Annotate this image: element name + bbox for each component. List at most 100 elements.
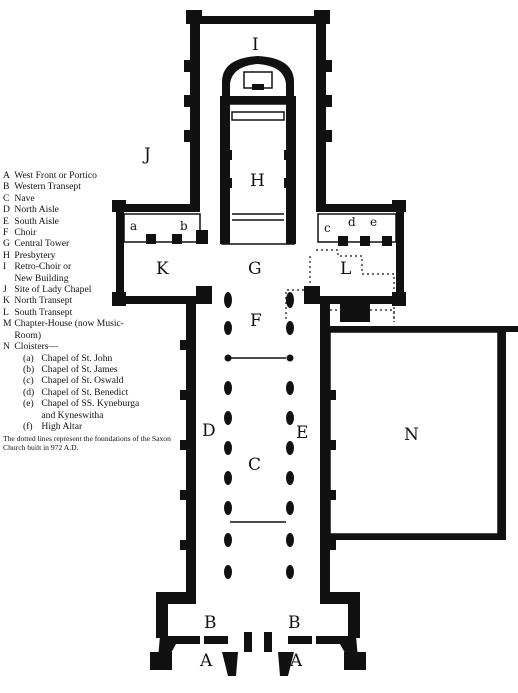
legend-chapel-text: and Kyneswitha (41, 409, 104, 421)
legend-chapel-list: (a) Chapel of St. John(b) Chapel of St. … (3, 353, 188, 433)
label-c: c (324, 221, 331, 235)
south-transept-walls (316, 200, 406, 306)
legend-chapel-item: and Kyneswitha (3, 410, 188, 421)
legend-key: N (3, 341, 10, 353)
legend-text: Chapter-House (now Music- (14, 318, 124, 330)
label-e: e (370, 215, 377, 229)
legend-item: E South Aisle (3, 216, 188, 227)
legend-chapel-text: Chapel of St. James (41, 363, 118, 375)
legend-item: C Nave (3, 193, 188, 204)
label-D: D (202, 421, 216, 441)
label-G: G (248, 259, 262, 279)
legend-text: Retro-Choir or (14, 261, 72, 273)
legend-text: Nave (14, 192, 35, 204)
label-N: N (404, 425, 419, 445)
legend-key: B (3, 181, 10, 193)
legend-chapel-key: (e) (23, 398, 34, 410)
legend-item: Room) (3, 330, 188, 341)
legend-key: A (3, 170, 10, 181)
nave-pillars (224, 292, 294, 579)
north-transept-walls (112, 200, 208, 306)
label-H: H (250, 171, 265, 191)
legend-item: H Presbytery (3, 250, 188, 261)
legend-item: G Central Tower (3, 238, 188, 249)
legend-chapel-item: (a) Chapel of St. John (3, 353, 188, 364)
cloister-walls (329, 304, 518, 540)
legend-chapel-text: Chapel of SS. Kyneburga (41, 398, 140, 410)
legend-item: A West Front or Portico (3, 170, 188, 181)
plan-letter-labels: I J H K G L F M D E C N B B A A a b c d … (130, 35, 419, 671)
legend-chapel-item: (d) Chapel of St. Benedict (3, 387, 188, 398)
legend-text: South Transept (14, 306, 73, 318)
legend-key: F (3, 227, 9, 239)
legend-item: D North Aisle (3, 204, 188, 215)
legend-item: M Chapter-House (now Music- (3, 318, 188, 329)
saxon-foundations (285, 249, 395, 322)
legend-text: Cloisters— (14, 341, 59, 353)
central-tower-piers (196, 286, 320, 304)
legend-text: Room) (14, 329, 42, 341)
legend-key: J (3, 284, 7, 296)
legend-key: K (3, 295, 10, 307)
retro-choir-walls (184, 10, 332, 206)
nave-walls (180, 304, 336, 604)
legend-chapel-item: (c) Chapel of St. Oswald (3, 375, 188, 386)
label-F: F (250, 311, 262, 331)
legend-text: North Aisle (14, 204, 59, 216)
legend-key: E (3, 215, 9, 227)
legend-key: M (3, 318, 12, 330)
legend-text: Presbytery (14, 249, 56, 261)
legend-key: I (3, 261, 7, 273)
legend-chapel-item: (f) High Altar (3, 421, 188, 432)
legend-key: G (3, 238, 10, 250)
legend-text: Western Transept (14, 181, 81, 193)
label-K: K (156, 259, 169, 279)
legend-text: Central Tower (14, 238, 70, 250)
choir-screens (230, 357, 286, 523)
legend-chapel-key: (c) (23, 375, 34, 387)
legend-chapel-key: (d) (23, 386, 35, 398)
legend-item: L South Transept (3, 307, 188, 318)
label-J: J (142, 145, 151, 165)
legend-chapel-text: Chapel of St. John (41, 352, 113, 364)
legend-chapel-key: (f) (23, 420, 33, 432)
label-M: M (344, 307, 361, 327)
legend-chapel-text: Chapel of St. Benedict (41, 386, 129, 398)
legend-chapel-key: (b) (23, 363, 35, 375)
label-L: L (340, 259, 351, 279)
presbytery-walls (220, 103, 296, 245)
legend-key: L (3, 306, 9, 318)
label-B-right: B (288, 613, 301, 633)
label-A-right: A (289, 651, 303, 671)
legend-item: N Cloisters— (3, 341, 188, 352)
label-I: I (252, 35, 259, 55)
legend-text: West Front or Portico (14, 170, 97, 181)
legend-key: D (3, 204, 10, 216)
legend-text: New Building (14, 272, 69, 284)
legend-chapel-text: High Altar (41, 420, 83, 432)
legend-item: New Building (3, 273, 188, 284)
legend-key: C (3, 192, 10, 204)
legend-key: H (3, 249, 10, 261)
label-E: E (296, 423, 308, 443)
legend-text: Choir (14, 227, 37, 239)
legend-item: B Western Transept (3, 181, 188, 192)
label-d: d (348, 215, 356, 229)
legend-chapel-item: (b) Chapel of St. James (3, 364, 188, 375)
legend-text: South Aisle (14, 215, 59, 227)
label-a: a (130, 219, 137, 233)
label-C: C (248, 455, 261, 475)
legend-note: The dotted lines represent the foundatio… (3, 434, 171, 453)
apse (220, 56, 296, 104)
legend-item: I Retro-Choir or (3, 261, 188, 272)
label-A-left: A (199, 651, 213, 671)
west-front (150, 592, 366, 676)
legend-item: F Choir (3, 227, 188, 238)
legend-chapel-item: (e) Chapel of SS. Kyneburga (3, 398, 188, 409)
legend-chapel-key: (a) (23, 352, 34, 364)
legend-item: K North Transept (3, 295, 188, 306)
legend-text: Site of Lady Chapel (14, 284, 92, 296)
